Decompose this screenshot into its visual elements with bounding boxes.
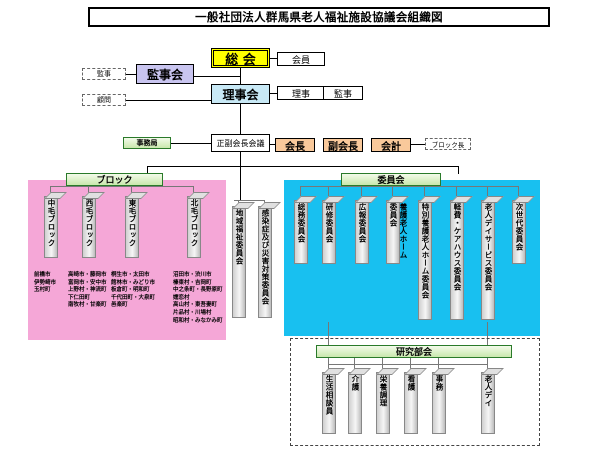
committee-column-label: 次世代委員会 [515, 203, 524, 251]
committee-column-label: 老人デイサービス委員会 [484, 203, 493, 291]
general-assembly-box: 総 会 [211, 48, 270, 68]
standalone-committee-column: 感染症及び災害対策委員会 [258, 206, 272, 318]
block-members: 桐生市・太田市 館林市・みどり市 板倉町・明和町 千代田町・大泉町 邑楽町 [111, 272, 156, 309]
research-column: 看護 [404, 372, 418, 434]
research-column: 老人デイ [481, 372, 495, 434]
standalone-committee-column: 地域福祉委員会 [232, 206, 246, 318]
block-column-label: 中毛ブロック [47, 199, 56, 247]
standalone-committee-column-label: 感染症及び災害対策委員会 [261, 209, 270, 305]
committee-column-label: 研修委員会 [325, 203, 334, 243]
research-column: 介護 [348, 372, 362, 434]
research-column: 栄養調理 [376, 372, 390, 434]
research-title: 研究部会 [316, 345, 512, 358]
committee-column: 次世代委員会 [512, 200, 526, 264]
research-column-label: 生活相談員 [325, 375, 334, 415]
research-column-label: 介護 [351, 375, 360, 391]
chair-box: 会長 [275, 138, 315, 153]
research-column-label: 看護 [407, 375, 416, 391]
board-box: 理事会 [211, 84, 270, 104]
block-head-box: ブロック長 [425, 138, 471, 150]
block-column-label: 東毛ブロック [128, 199, 137, 247]
committee-column: 総務委員会 [294, 200, 308, 264]
research-column-label: 老人デイ [484, 375, 493, 407]
audit-committee-box: 監事会 [136, 64, 194, 84]
research-column: 生活相談員 [322, 372, 336, 434]
auditors-box: 監事 [323, 86, 363, 100]
block-column: 西毛ブロック [82, 196, 96, 258]
committee-column-label: 養護老人ホーム委員会 [389, 203, 408, 259]
secretariat-box: 事務局 [123, 137, 171, 149]
audit-label-box: 監事 [82, 68, 126, 80]
research-column-label: 栄養調理 [379, 375, 388, 407]
advisor-box: 顧問 [82, 94, 126, 106]
committee-column: 特別養護老人ホーム委員会 [418, 200, 432, 320]
members-box: 会員 [277, 52, 325, 66]
committee-column-label: 特別養護老人ホーム委員会 [421, 203, 430, 299]
block-members: 前橋市 伊勢崎市 玉村町 [34, 272, 57, 294]
page-title: 一般社団法人群馬県老人福祉施設協議会組織図 [88, 7, 550, 27]
committee-column-label: 軽費・ケアハウス委員会 [453, 203, 462, 291]
committee-column: 研修委員会 [322, 200, 336, 264]
committee-column: 広報委員会 [355, 200, 369, 264]
accountant-box: 会計 [371, 138, 411, 153]
committee-column: 軽費・ケアハウス委員会 [450, 200, 464, 320]
block-members: 高崎市・藤岡市 富岡市・安中市 上野村・神流町 下仁田町 南牧村・甘楽町 [68, 272, 107, 309]
committee-column-label: 広報委員会 [358, 203, 367, 243]
block-column-label: 西毛ブロック [85, 199, 94, 247]
leaders-meeting-box: 正副会長会議 [211, 134, 270, 152]
block-column-label: 北毛ブロック [190, 199, 199, 247]
standalone-committee-column-label: 地域福祉委員会 [235, 209, 244, 265]
directors-box: 理事 [277, 86, 325, 100]
block-column: 東毛ブロック [125, 196, 139, 258]
block-members: 沼田市・渋川市 榛東村・吉岡町 中之条町・長野原町 嬬恋村 高山村・東吾妻町 片… [173, 272, 223, 324]
block-column: 北毛ブロック [187, 196, 201, 258]
vice-chair-box: 副会長 [323, 138, 363, 153]
block-column: 中毛ブロック [44, 196, 58, 258]
committee-column-label: 総務委員会 [297, 203, 306, 243]
committee-column: 養護老人ホーム委員会 [386, 200, 408, 264]
committee-title: 委員会 [341, 173, 441, 186]
research-region [290, 338, 540, 446]
block-title: ブロック [66, 173, 163, 186]
committee-column: 老人デイサービス委員会 [481, 200, 495, 320]
research-column: 事務 [432, 372, 446, 434]
research-column-label: 事務 [435, 375, 444, 391]
